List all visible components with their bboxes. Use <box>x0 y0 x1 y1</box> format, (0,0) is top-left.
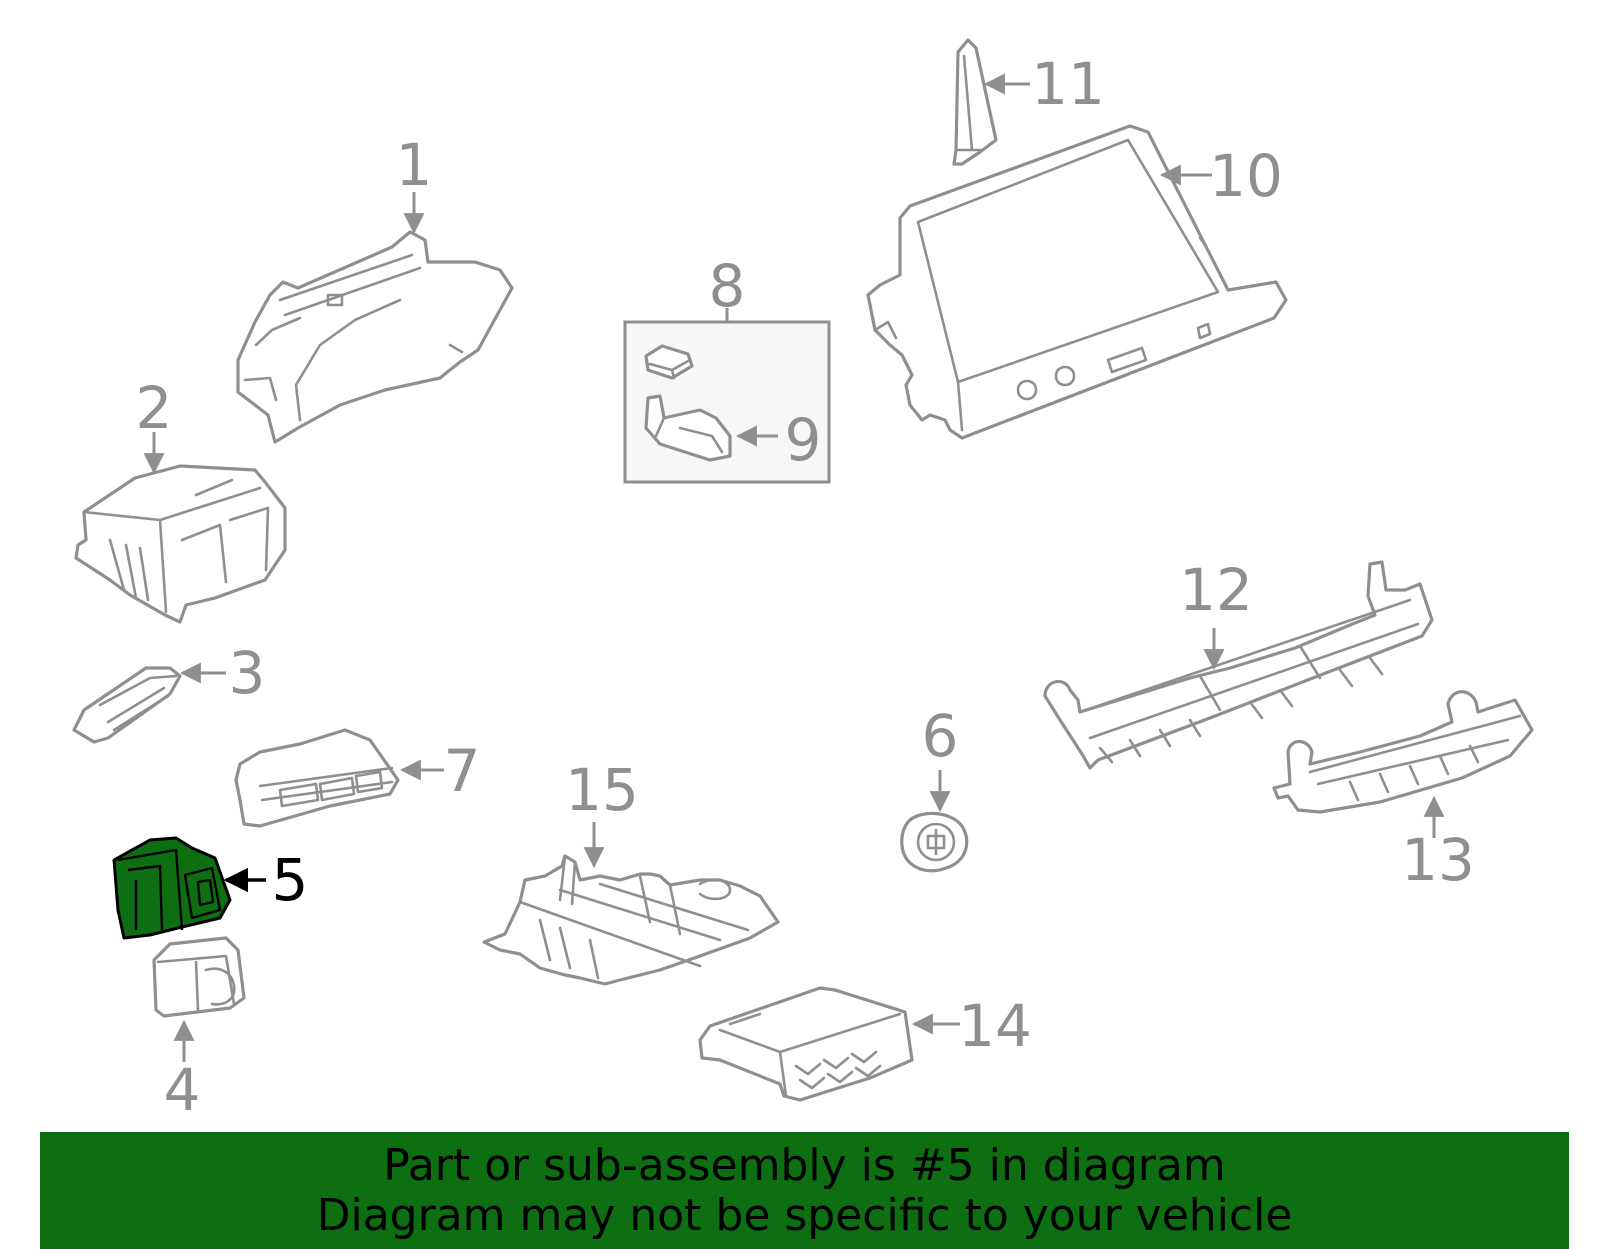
callout-10: 10 <box>1209 142 1283 210</box>
part-2-switch-assembly[interactable] <box>74 464 287 624</box>
callout-11: 11 <box>1031 50 1105 118</box>
part-13-lower-trim[interactable] <box>1272 690 1534 814</box>
callout-6: 6 <box>922 702 959 770</box>
callout-2: 2 <box>136 374 173 442</box>
callout-8: 8 <box>709 252 746 320</box>
callout-13: 13 <box>1401 826 1475 894</box>
part-11-trim-piece[interactable] <box>952 38 998 166</box>
banner-line-part-number: Part or sub-assembly is #5 in diagram <box>383 1139 1226 1191</box>
callout-15: 15 <box>565 756 639 824</box>
part-12-trim-bezel[interactable] <box>1043 560 1434 770</box>
callout-1: 1 <box>396 131 433 199</box>
callout-14: 14 <box>958 992 1032 1060</box>
part-5-highlighted-switch[interactable] <box>112 836 232 940</box>
part-9-bracket[interactable] <box>644 394 732 462</box>
part-4-knob-switch[interactable] <box>152 936 246 1018</box>
callout-3: 3 <box>229 639 266 707</box>
part-6-round-button[interactable] <box>900 811 969 873</box>
info-banner: Part or sub-assembly is #5 in diagram Di… <box>40 1132 1569 1249</box>
banner-line-disclaimer: Diagram may not be specific to your vehi… <box>316 1189 1293 1241</box>
part-7-switch-panel[interactable] <box>234 728 400 828</box>
part-14-control-module[interactable] <box>698 986 914 1102</box>
part-3-small-switch[interactable] <box>72 666 182 744</box>
callout-12: 12 <box>1179 556 1253 624</box>
callout-9: 9 <box>785 406 822 474</box>
callout-4: 4 <box>164 1056 201 1124</box>
part-15-mounting-bracket[interactable] <box>482 854 780 986</box>
callout-5: 5 <box>272 846 309 914</box>
part-1-instrument-cluster[interactable] <box>236 230 514 444</box>
part-10-display-screen[interactable] <box>866 124 1288 440</box>
callout-7: 7 <box>444 737 481 805</box>
